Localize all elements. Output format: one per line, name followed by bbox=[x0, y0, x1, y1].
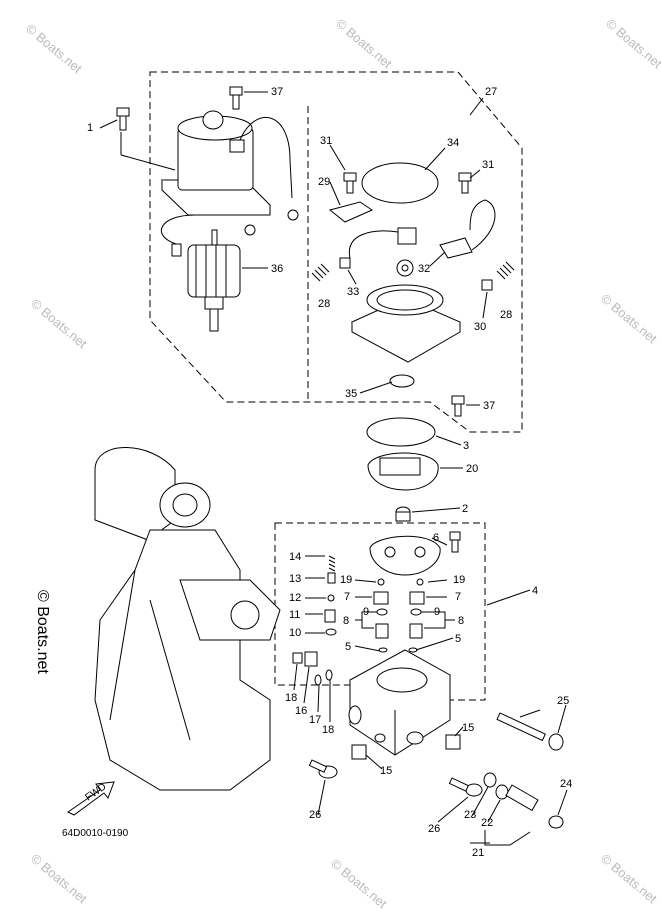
callout-30: 30 bbox=[474, 321, 486, 333]
callout-34: 34 bbox=[447, 137, 459, 149]
callout-36: 36 bbox=[271, 263, 283, 275]
callout-27: 27 bbox=[485, 86, 497, 98]
bolt-26-left bbox=[308, 759, 338, 779]
leader-lines bbox=[99, 91, 568, 846]
svg-text:© Boats.net: © Boats.net bbox=[598, 291, 660, 347]
callout-7-left: 7 bbox=[344, 591, 350, 603]
brush-lead-right bbox=[469, 199, 496, 251]
callout-32: 32 bbox=[418, 263, 430, 275]
side-parts bbox=[292, 651, 333, 686]
plug-15 bbox=[351, 734, 461, 760]
svg-text:© Boats.net: © Boats.net bbox=[598, 851, 660, 907]
callout-9-right: 9 bbox=[434, 606, 440, 618]
shaft-2 bbox=[395, 506, 411, 522]
callout-28-right: 28 bbox=[500, 309, 512, 321]
pump-housing bbox=[348, 649, 451, 756]
callout-labels: 1 37 27 31 34 31 29 36 32 33 28 30 28 35… bbox=[87, 86, 572, 859]
callout-11: 11 bbox=[289, 609, 300, 621]
callout-24: 24 bbox=[560, 778, 572, 790]
brush-lead bbox=[348, 230, 399, 259]
brush-33 bbox=[339, 257, 351, 269]
callout-18-right: 18 bbox=[322, 724, 334, 736]
tilt-cylinder bbox=[94, 447, 281, 791]
callout-26-left: 26 bbox=[309, 809, 321, 821]
bolt-26-right bbox=[448, 777, 483, 797]
callout-15-left: 15 bbox=[380, 765, 392, 777]
svg-text:© Boats.net: © Boats.net bbox=[28, 851, 90, 907]
callout-17: 17 bbox=[309, 714, 321, 726]
callout-3: 3 bbox=[463, 440, 469, 452]
callout-37-top: 37 bbox=[271, 86, 283, 98]
callout-9-left: 9 bbox=[363, 606, 369, 618]
screw-1 bbox=[116, 107, 130, 131]
screw-31-left bbox=[343, 172, 357, 194]
spring-28-left bbox=[311, 263, 330, 282]
motor-base bbox=[350, 259, 462, 363]
callout-15-right: 15 bbox=[462, 722, 474, 734]
screw-37-bottom bbox=[451, 395, 465, 417]
motor-group-outline bbox=[149, 71, 523, 433]
callout-22: 22 bbox=[481, 817, 493, 829]
callout-2: 2 bbox=[462, 503, 468, 515]
callout-4: 4 bbox=[532, 585, 538, 597]
callout-12: 12 bbox=[289, 592, 301, 604]
spring-28-right bbox=[496, 261, 515, 280]
svg-text:© Boats.net: © Boats.net bbox=[28, 296, 90, 352]
callout-14: 14 bbox=[289, 551, 301, 563]
fitting-21 bbox=[483, 772, 564, 829]
brush-holder-32 bbox=[397, 227, 473, 259]
callout-19-right: 19 bbox=[453, 574, 465, 586]
gear-plate-20 bbox=[367, 452, 439, 491]
callout-23: 23 bbox=[464, 809, 476, 821]
callout-37-bottom: 37 bbox=[483, 400, 495, 412]
pump-plate bbox=[369, 535, 441, 576]
brush-holder-29 bbox=[328, 201, 374, 223]
callout-33: 33 bbox=[347, 286, 359, 298]
pump-group-outline bbox=[274, 522, 486, 701]
o-ring-34 bbox=[361, 162, 439, 204]
callout-31-left: 31 bbox=[320, 135, 332, 147]
callout-16: 16 bbox=[295, 705, 307, 717]
oil-seal-35 bbox=[389, 374, 415, 388]
screw-31-right bbox=[458, 172, 472, 194]
callout-13: 13 bbox=[289, 573, 301, 585]
callout-26-right: 26 bbox=[428, 823, 440, 835]
svg-text:© Boats.net: © Boats.net bbox=[23, 21, 85, 77]
svg-text:© Boats.net: © Boats.net bbox=[333, 16, 395, 72]
screw-37-top bbox=[229, 86, 243, 110]
callout-18-left: 18 bbox=[285, 692, 297, 704]
valve-parts bbox=[324, 555, 425, 653]
callout-20: 20 bbox=[466, 463, 478, 475]
callout-8-right: 8 bbox=[458, 615, 464, 627]
figure-code: 64D0010-0190 bbox=[62, 828, 129, 839]
callout-6: 6 bbox=[433, 532, 439, 544]
callout-21: 21 bbox=[472, 847, 484, 859]
screw-6 bbox=[449, 531, 461, 553]
callout-5-left: 5 bbox=[345, 641, 351, 653]
fwd-arrow-icon: FWD bbox=[67, 781, 115, 816]
armature bbox=[160, 214, 241, 332]
callout-29: 29 bbox=[318, 176, 330, 188]
svg-text:© Boats.net: © Boats.net bbox=[328, 856, 390, 912]
o-ring-3 bbox=[366, 417, 436, 447]
callout-5-right: 5 bbox=[455, 633, 461, 645]
callout-10: 10 bbox=[289, 627, 301, 639]
callout-7-right: 7 bbox=[455, 591, 461, 603]
callout-28-left: 28 bbox=[318, 298, 330, 310]
callout-1: 1 bbox=[87, 122, 93, 134]
callout-19-left: 19 bbox=[340, 574, 352, 586]
svg-text:© Boats.net: © Boats.net bbox=[603, 16, 661, 72]
callout-8-left: 8 bbox=[343, 615, 349, 627]
callout-31-right: 31 bbox=[482, 159, 494, 171]
callout-25: 25 bbox=[557, 695, 569, 707]
electric-motor bbox=[160, 110, 299, 236]
callout-35: 35 bbox=[345, 388, 357, 400]
brush-30 bbox=[481, 279, 493, 291]
watermark-main: © Boats.net bbox=[34, 590, 51, 674]
bolt-25 bbox=[496, 712, 564, 751]
